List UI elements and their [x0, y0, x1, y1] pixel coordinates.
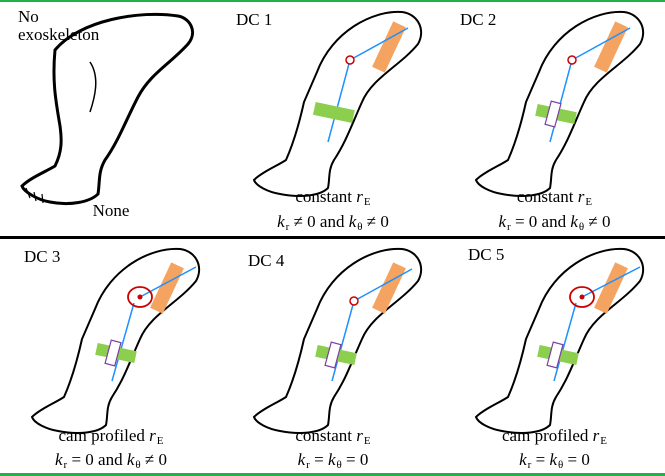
panel-dc4: DC 4 constant rE kr = kθ = 0 — [222, 239, 444, 473]
caption-line2: kr = kθ = 0 — [444, 447, 665, 473]
caption-line2: kr ≠ 0 and kθ ≠ 0 — [222, 209, 444, 236]
caption-none: None — [0, 198, 222, 223]
panel-dc2: DC 2 constant rE kr = 0 and kθ ≠ 0 — [444, 2, 665, 236]
caption-line2: kr = kθ = 0 — [222, 447, 444, 473]
panel-dc3: DC 3 cam profiled rE kr = 0 and kθ ≠ 0 — [0, 239, 222, 473]
panel-dc5: DC 5 cam profiled rE kr = kθ = 0 — [444, 239, 665, 473]
panel-title: DC 4 — [248, 251, 284, 271]
panel-title: DC 1 — [236, 10, 272, 30]
panel-no-exoskeleton: No exoskeleton None — [0, 2, 222, 236]
caption-line2: kr = 0 and kθ ≠ 0 — [0, 447, 222, 473]
panel-dc1: DC 1 constant rE kr ≠ 0 and kθ ≠ 0 — [222, 2, 444, 236]
panel-title: No exoskeleton — [18, 8, 99, 44]
panel-title: DC 3 — [24, 247, 60, 267]
caption-line2: kr = 0 and kθ ≠ 0 — [444, 209, 665, 236]
panel-title: DC 2 — [460, 10, 496, 30]
panel-title: DC 5 — [468, 245, 504, 265]
